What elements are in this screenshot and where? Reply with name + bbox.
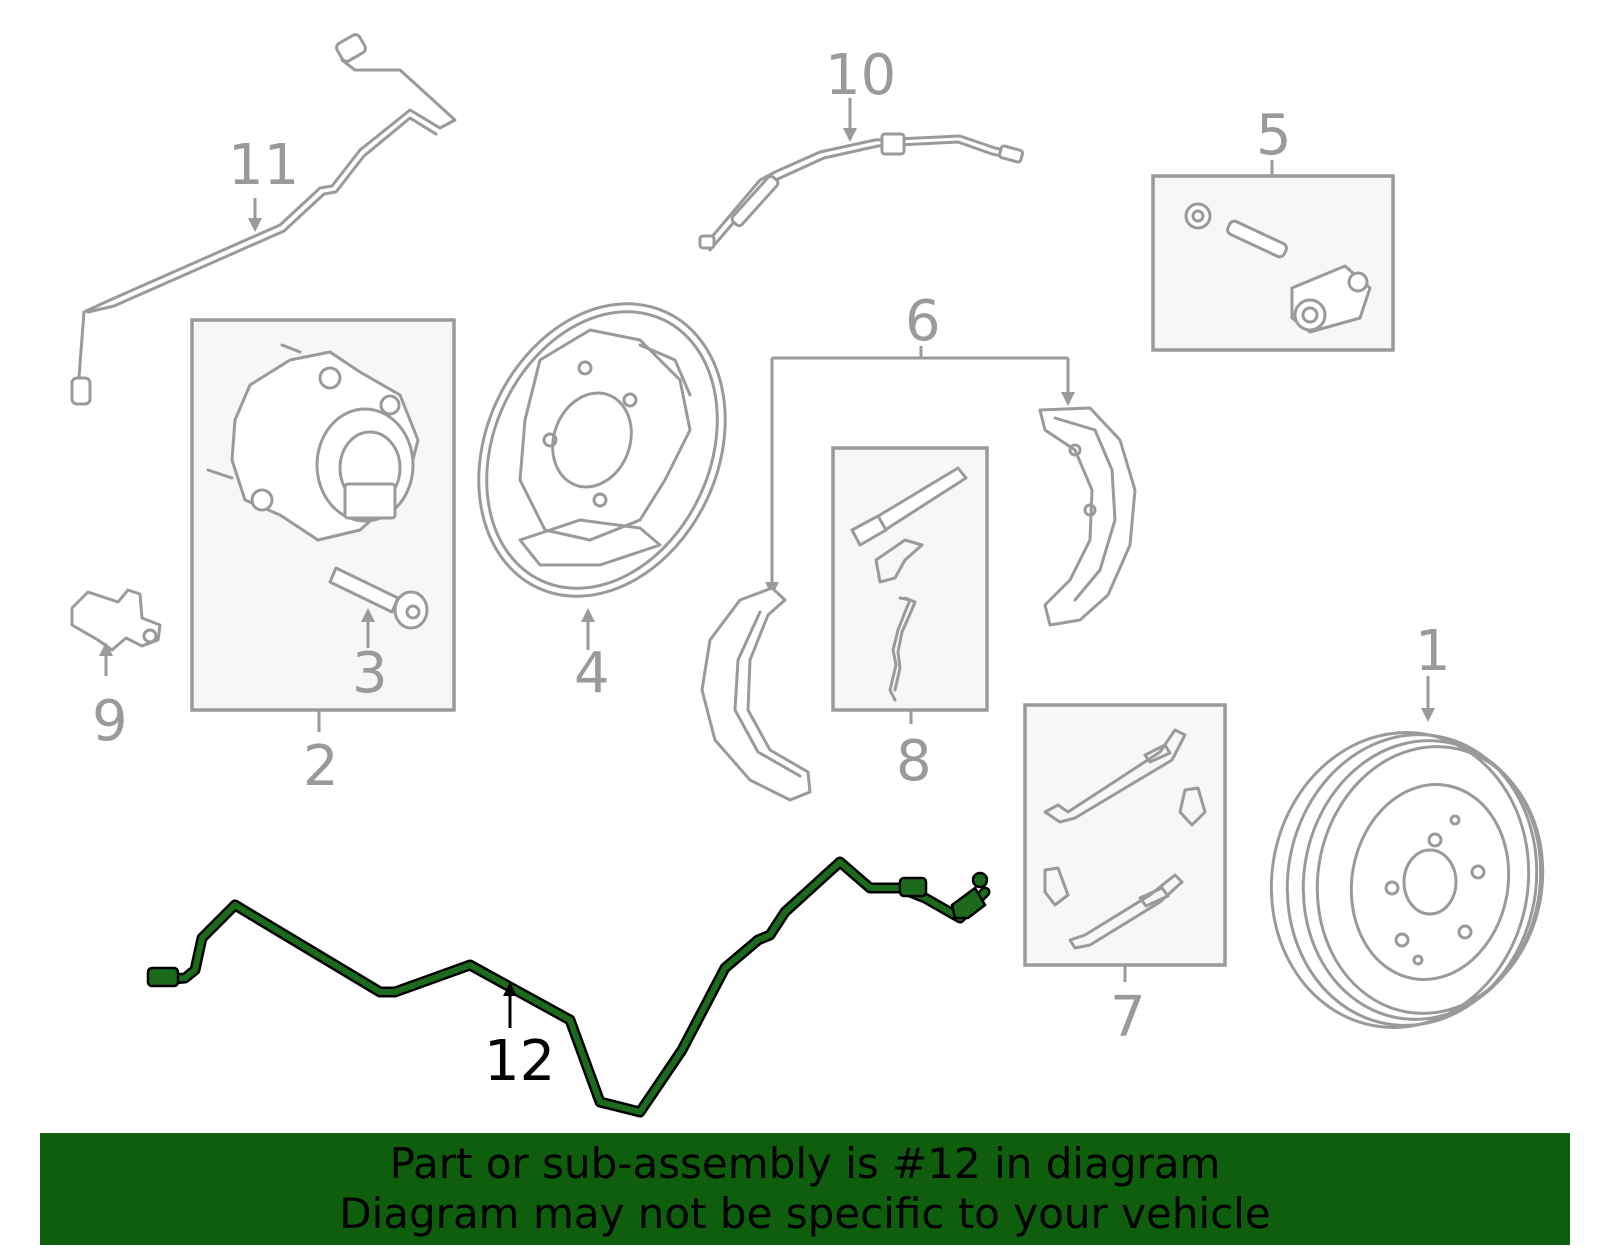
part-1-brake-drum[interactable]: 1 xyxy=(1248,619,1563,1048)
part-8-adjuster-kit[interactable]: 8 xyxy=(831,446,989,794)
part-5-wheel-cylinder-kit[interactable]: 5 xyxy=(1151,103,1395,352)
part-11-brake-line[interactable]: 11 xyxy=(70,33,457,406)
callout-12: 12 xyxy=(484,1029,555,1094)
callout-11: 11 xyxy=(228,133,299,198)
part-10-brake-cable[interactable]: 10 xyxy=(698,43,1025,252)
part-6-brake-shoes[interactable]: 6 xyxy=(700,289,1137,802)
callout-8: 8 xyxy=(896,729,932,794)
info-banner: Part or sub-assembly is #12 in diagram D… xyxy=(40,1133,1570,1245)
part-4-backing-plate[interactable]: 4 xyxy=(433,263,772,706)
callout-1: 1 xyxy=(1415,619,1451,684)
part-7-spring-kit[interactable]: 7 xyxy=(1023,703,1227,1050)
part-3-wheel-bolt[interactable]: 3 xyxy=(328,566,429,706)
part-2-hub-bearing[interactable]: 2 3 xyxy=(190,318,456,799)
callout-2: 2 xyxy=(303,734,339,799)
banner-line-2: Diagram may not be specific to your vehi… xyxy=(339,1189,1271,1238)
callout-7: 7 xyxy=(1110,985,1146,1050)
callout-10: 10 xyxy=(825,43,896,108)
part-12-brake-line-highlighted[interactable]: 12 xyxy=(146,856,991,1118)
callout-6: 6 xyxy=(905,289,941,354)
part-9-abs-sensor[interactable]: 9 xyxy=(70,588,162,754)
callout-9: 9 xyxy=(92,689,128,754)
callout-4: 4 xyxy=(574,641,610,706)
callout-3: 3 xyxy=(352,641,388,706)
callout-5: 5 xyxy=(1256,103,1292,168)
banner-line-1: Part or sub-assembly is #12 in diagram xyxy=(389,1139,1221,1188)
